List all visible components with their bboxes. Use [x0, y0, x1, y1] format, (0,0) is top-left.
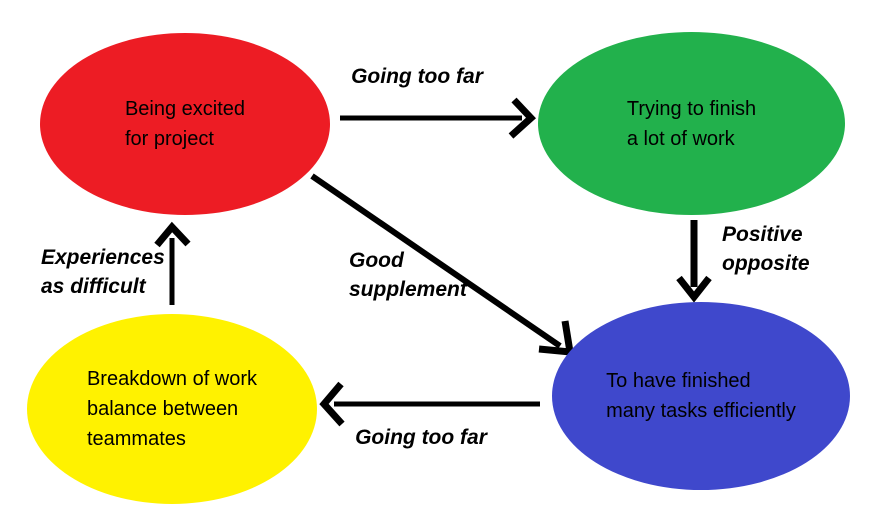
- edge-label-going-too-far-top: Going too far: [351, 65, 483, 88]
- node-breakdown-work-balance: Breakdown of work balance between teamma…: [27, 314, 317, 504]
- node-finished-tasks-label: To have finished many tasks efficiently: [606, 370, 796, 422]
- node-trying-to-finish-label: Trying to finish a lot of work: [626, 97, 757, 150]
- node-being-excited-label: Being excited for project: [124, 98, 246, 150]
- arrow-finished-to-breakdown: [319, 381, 540, 427]
- edge-label-going-too-far-bottom: Going too far: [355, 426, 487, 449]
- arrow-breakdown-to-excited: [154, 221, 191, 305]
- node-breakdown-work-balance-label: Breakdown of work balance between teamma…: [86, 368, 258, 450]
- edge-label-good-supplement: Good supplement: [349, 249, 467, 301]
- edge-label-positive-opposite: Positive opposite: [722, 223, 810, 275]
- node-trying-to-finish: Trying to finish a lot of work: [538, 32, 845, 215]
- edge-label-experiences-as-difficult: Experiences as difficult: [41, 246, 165, 298]
- arrow-trying-to-finished: [676, 220, 712, 303]
- arrow-excited-to-trying: [340, 97, 537, 139]
- node-being-excited: Being excited for project: [40, 33, 330, 215]
- node-finished-tasks: To have finished many tasks efficiently: [552, 302, 850, 490]
